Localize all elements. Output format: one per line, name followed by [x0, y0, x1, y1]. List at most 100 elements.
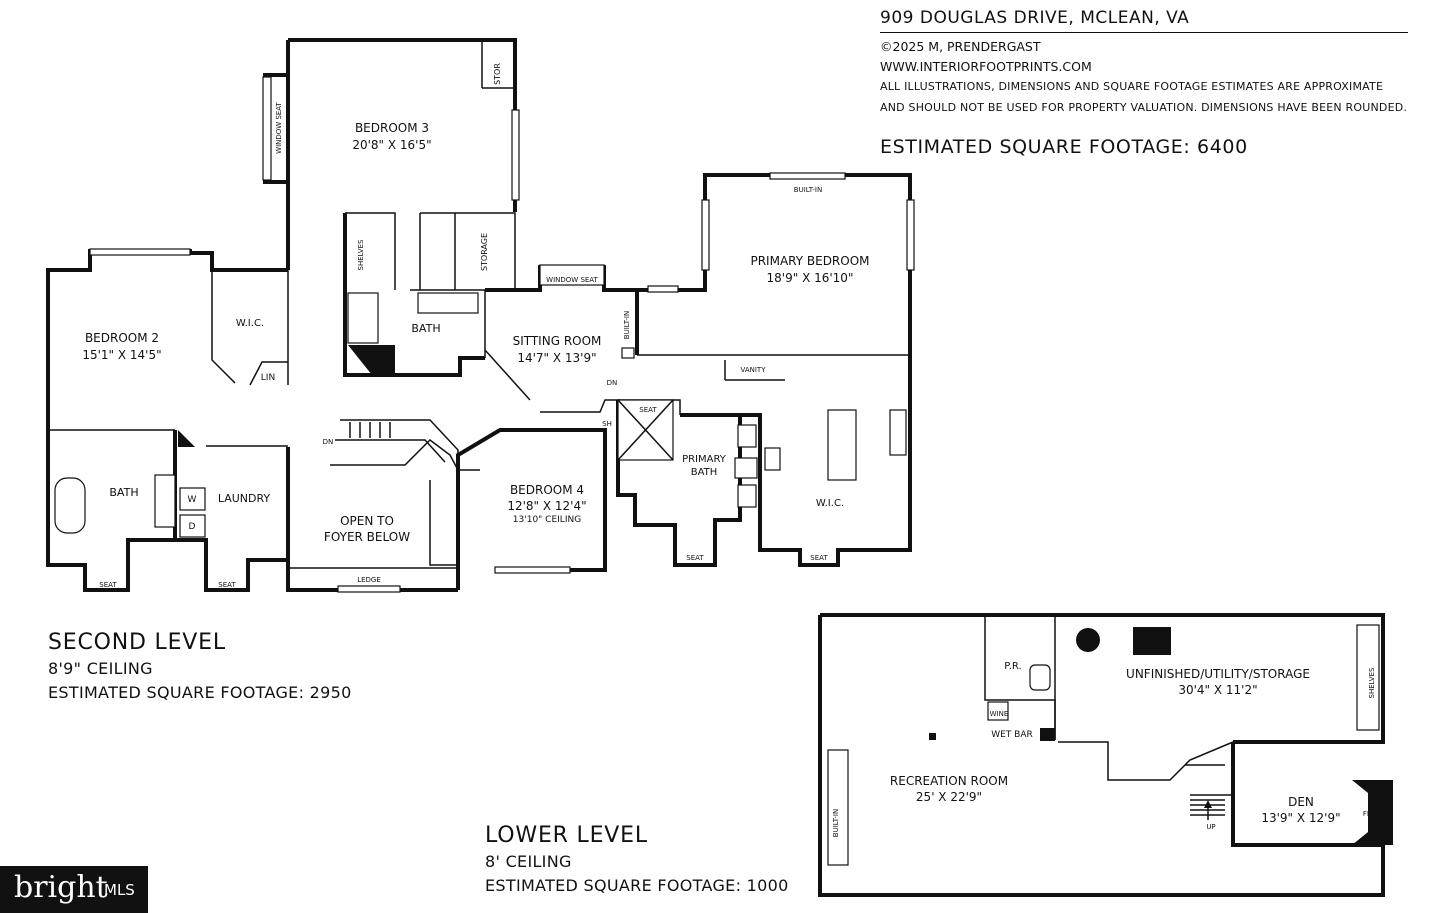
primary-right-window	[906, 199, 915, 271]
lower-level-sqft: ESTIMATED SQUARE FOOTAGE: 1000	[485, 876, 789, 895]
recreation-room-dims: 25' X 22'9"	[916, 790, 982, 804]
total-square-footage: ESTIMATED SQUARE FOOTAGE: 6400	[880, 136, 1248, 158]
second-level-title: SECOND LEVEL	[48, 630, 226, 655]
vanity-upper	[417, 292, 479, 314]
bedroom4-dims: 12'8" X 12'4"	[507, 499, 586, 513]
window-seat-vertical: WINDOW SEAT	[275, 101, 283, 153]
seat-wic-label: SEAT	[810, 554, 828, 562]
furnace	[1133, 627, 1171, 655]
wine-cooler	[987, 701, 1009, 721]
sink-top	[737, 424, 757, 448]
sitting-room-name: SITTING ROOM	[513, 334, 602, 348]
wic-bench	[889, 409, 907, 456]
copyright-text: ©2025 M, PRENDERGAST	[880, 39, 1041, 54]
bed2-window	[89, 248, 191, 256]
lower-level-title: LOWER LEVEL	[485, 823, 648, 848]
window-seat-box	[539, 264, 605, 286]
window-seat-label: WINDOW SEAT	[546, 276, 598, 284]
bright-mls-logo: bright MLS	[0, 866, 148, 913]
bath-upper-label: BATH	[411, 322, 440, 335]
dn-stairs-label: DN	[323, 438, 334, 446]
primary-left-window	[701, 199, 710, 271]
shelves-label: SHELVES	[357, 239, 365, 270]
window-seat-bed3	[262, 76, 272, 181]
seat-primary-bath-label: SEAT	[686, 554, 704, 562]
fireplace-label: FP	[1363, 810, 1371, 818]
seat-primary-bath-top: SEAT	[639, 406, 657, 414]
tub-left	[54, 477, 86, 534]
den-dims: 13'9" X 12'9"	[1261, 811, 1340, 825]
vanity-left	[154, 474, 176, 528]
dryer-label: D	[189, 522, 196, 532]
bedroom4-name: BEDROOM 4	[510, 483, 584, 497]
lower-level-labels: RECREATION ROOM 25' X 22'9" UNFINISHED/U…	[832, 661, 1376, 837]
lower-level-walls	[818, 613, 1393, 897]
property-address: 909 DOUGLAS DRIVE, MCLEAN, VA	[880, 8, 1190, 28]
website-link[interactable]: WWW.INTERIORFOOTPRINTS.COM	[880, 59, 1092, 74]
built-in-lower	[827, 749, 849, 866]
primary-lower-window	[647, 285, 679, 293]
washer-label: W	[188, 495, 197, 505]
brand-mls-text: MLS	[104, 881, 135, 899]
corner-shower	[178, 430, 195, 447]
bedroom3-name: BEDROOM 3	[355, 121, 429, 135]
powder-sink	[1029, 664, 1051, 691]
second-level-labels: BEDROOM 3 20'8" X 16'5" PRIMARY BEDROOM …	[82, 63, 869, 589]
wic-island	[827, 409, 857, 481]
shower-upper	[348, 345, 395, 375]
dryer-box	[179, 514, 206, 538]
sitting-step	[621, 347, 635, 359]
disclaimer-line-2: AND SHOULD NOT BE USED FOR PROPERTY VALU…	[880, 101, 1408, 114]
second-level-walls	[46, 38, 912, 592]
water-heater	[1076, 628, 1100, 652]
bedroom2-name: BEDROOM 2	[85, 331, 159, 345]
bedroom4-ceiling: 13'10" CEILING	[513, 515, 581, 525]
bed4-window	[494, 566, 571, 574]
sh-label: SH	[602, 420, 612, 428]
sitting-room-dims: 14'7" X 13'9"	[517, 351, 596, 365]
washer-box	[179, 487, 206, 511]
bedroom2-dims: 15'1" X 14'5"	[82, 348, 161, 362]
lin-label: LIN	[261, 373, 275, 383]
unfinished-room-name: UNFINISHED/UTILITY/STORAGE	[1126, 667, 1310, 681]
fireplace	[1352, 780, 1393, 845]
bedroom3-dims: 20'8" X 16'5"	[352, 138, 431, 152]
up-label: UP	[1206, 823, 1215, 831]
wet-bar-label: WET BAR	[991, 730, 1033, 740]
primary-bath-line2: BATH	[691, 467, 718, 478]
primary-bath-line1: PRIMARY	[682, 454, 727, 465]
wic-seat-box	[764, 447, 781, 471]
built-in-side-label: BUILT-IN	[623, 311, 631, 339]
vanity-label: VANITY	[741, 366, 767, 374]
den-name: DEN	[1288, 795, 1314, 809]
wet-bar-block	[1040, 728, 1055, 741]
makeup-vanity	[734, 457, 758, 479]
second-level-fixtures	[54, 76, 915, 593]
powder-room-label: P.R.	[1004, 661, 1021, 672]
storage-label: STORAGE	[480, 233, 489, 271]
second-level-sqft: ESTIMATED SQUARE FOOTAGE: 2950	[48, 683, 352, 702]
bath-left-label: BATH	[109, 486, 138, 499]
built-in-top-label: BUILT-IN	[794, 186, 822, 194]
wic-primary-label: W.I.C.	[816, 498, 844, 509]
open-foyer-line2: FOYER BELOW	[324, 530, 410, 544]
open-foyer-line1: OPEN TO	[340, 514, 394, 528]
ledge-window	[337, 585, 401, 593]
tub-upper	[347, 292, 379, 344]
sink-bottom	[737, 484, 757, 508]
unfinished-room-dims: 30'4" X 11'2"	[1178, 683, 1257, 697]
column-marker	[929, 733, 936, 740]
second-level-ceiling: 8'9" CEILING	[48, 659, 153, 678]
recreation-room-name: RECREATION ROOM	[890, 774, 1008, 788]
shelves-lower	[1356, 624, 1380, 731]
header-divider	[880, 32, 1408, 33]
bed3-window	[511, 109, 520, 201]
shelves-lower-label: SHELVES	[1368, 667, 1376, 698]
brand-bright-text: bright	[14, 870, 108, 905]
seat-laundry-label: SEAT	[218, 581, 236, 589]
lower-staircase	[1190, 799, 1225, 820]
wic-bed2-label: W.I.C.	[236, 318, 264, 329]
stor-label: STOR	[493, 63, 502, 85]
ledge-label: LEDGE	[357, 576, 381, 584]
